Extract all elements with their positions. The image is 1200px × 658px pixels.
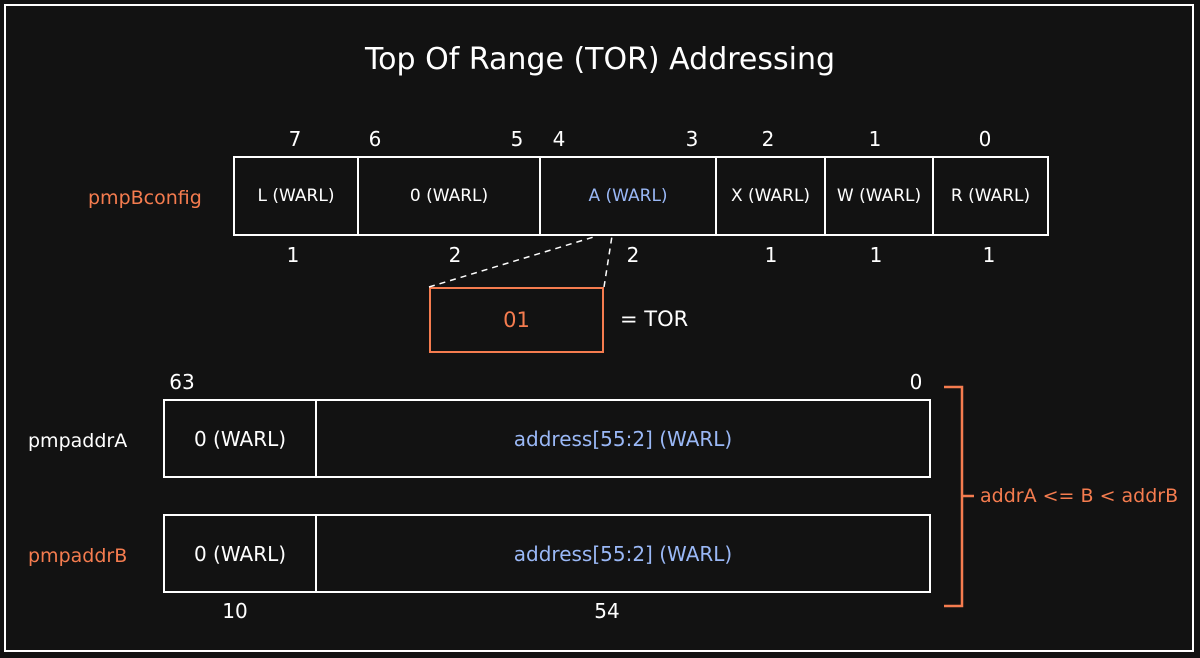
bit-label-7: 7 [288, 127, 302, 151]
pmpaddr-b-field-reserved: 0 (WARL) [165, 516, 317, 591]
pmpaddr-a-field-address: address[55:2] (WARL) [513, 426, 733, 451]
bit-label-3: 3 [685, 127, 699, 151]
dashed-connector-left [428, 235, 598, 288]
field-a: A (WARL) [541, 158, 717, 234]
bit-label-0: 0 [978, 127, 992, 151]
field-reserved: 0 (WARL) [359, 158, 541, 234]
diagram-title: Top Of Range (TOR) Addressing [364, 42, 836, 77]
field-x: X (WARL) [717, 158, 826, 234]
bit-label-2: 2 [761, 127, 775, 151]
pmpaddr-a-field-reserved: 0 (WARL) [165, 401, 317, 476]
addr-width-address: 54 [594, 599, 620, 623]
bit-label-1: 1 [868, 127, 882, 151]
addr-width-reserved: 10 [222, 599, 248, 623]
bit-label-4: 4 [552, 127, 566, 151]
width-a: 2 [626, 243, 640, 267]
dashed-connector-right [603, 235, 613, 288]
bit-label-6: 6 [368, 127, 382, 151]
pmpaddr-b-field-address: address[55:2] (WARL) [513, 541, 733, 566]
addr-bit-low: 0 [909, 370, 923, 394]
diagram-frame [4, 4, 1194, 652]
width-w: 1 [869, 243, 883, 267]
field-r: R (WARL) [950, 186, 1031, 206]
width-r: 1 [982, 243, 996, 267]
addr-bit-high: 63 [169, 370, 195, 394]
pmpaddr-b-name: pmpaddrB [28, 545, 128, 567]
width-reserved: 2 [448, 243, 462, 267]
field-l: L (WARL) [235, 158, 359, 234]
config-register-name: pmpBconfig [88, 187, 202, 209]
a-value-box: 01 [429, 287, 604, 353]
width-l: 1 [286, 243, 300, 267]
width-x: 1 [764, 243, 778, 267]
range-bracket [944, 385, 964, 608]
field-w: W (WARL) [826, 158, 934, 234]
config-register: L (WARL) 0 (WARL) A (WARL) X (WARL) W (W… [233, 156, 1049, 236]
bit-label-5: 5 [510, 127, 524, 151]
pmpaddr-b-register: 0 (WARL) address[55:2] (WARL) [163, 514, 931, 593]
pmpaddr-a-register: 0 (WARL) address[55:2] (WARL) [163, 399, 931, 478]
a-value-meaning: = TOR [620, 307, 689, 331]
pmpaddr-a-name: pmpaddrA [28, 430, 128, 452]
range-condition: addrA <= B < addrB [980, 485, 1179, 507]
